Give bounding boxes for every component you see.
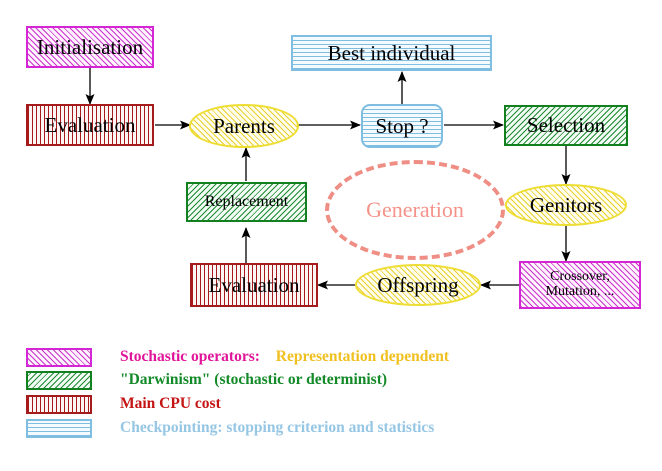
node-replacement[interactable]: Replacement bbox=[186, 182, 307, 222]
legend-label-stochastic-operators: Stochastic operators: Representation dep… bbox=[120, 348, 449, 366]
node-evaluation-bottom-label: Evaluation bbox=[208, 272, 300, 297]
node-initialisation[interactable]: Initialisation bbox=[26, 26, 154, 68]
legend-label-stochastic-operators-text: Stochastic operators: bbox=[120, 348, 260, 365]
node-crossover-label-line1: Crossover, bbox=[550, 269, 610, 285]
legend-swatch-darwinism bbox=[26, 371, 92, 390]
node-genitors[interactable]: Genitors bbox=[505, 184, 627, 226]
legend-swatch-checkpointing bbox=[26, 419, 92, 438]
node-crossover-mutation[interactable]: Crossover, Mutation, ... bbox=[519, 261, 641, 309]
legend-swatch-main-cpu-cost bbox=[26, 395, 92, 414]
node-stop[interactable]: Stop ? bbox=[361, 104, 443, 148]
node-replacement-label: Replacement bbox=[204, 192, 289, 210]
generation-cycle-annotation: Generation bbox=[325, 160, 505, 260]
node-best-individual-label: Best individual bbox=[327, 40, 456, 65]
legend-label-checkpointing: Checkpointing: stopping criterion and st… bbox=[120, 419, 435, 436]
node-selection-label: Selection bbox=[526, 113, 606, 138]
node-stop-label: Stop ? bbox=[375, 113, 429, 138]
node-crossover-label-line2: Mutation, ... bbox=[545, 284, 615, 299]
node-initialisation-label: Initialisation bbox=[36, 34, 144, 59]
node-evaluation-bottom[interactable]: Evaluation bbox=[190, 263, 318, 307]
generation-label: Generation bbox=[366, 197, 464, 222]
legend-swatch-stochastic-operators bbox=[26, 348, 92, 367]
node-parents[interactable]: Parents bbox=[189, 104, 299, 148]
node-offspring[interactable]: Offspring bbox=[355, 264, 481, 306]
node-selection[interactable]: Selection bbox=[504, 105, 628, 146]
legend-label-darwinism: "Darwinism" (stochastic or determinist) bbox=[120, 371, 388, 388]
node-genitors-label: Genitors bbox=[529, 192, 603, 217]
node-evaluation-top[interactable]: Evaluation bbox=[26, 104, 154, 146]
node-parents-label: Parents bbox=[213, 113, 275, 138]
node-best-individual[interactable]: Best individual bbox=[291, 35, 492, 71]
node-offspring-label: Offspring bbox=[377, 272, 459, 297]
node-evaluation-top-label: Evaluation bbox=[44, 112, 136, 137]
legend-label-representation-dependent: Representation dependent bbox=[275, 348, 450, 365]
legend-label-main-cpu-cost: Main CPU cost bbox=[120, 395, 221, 412]
